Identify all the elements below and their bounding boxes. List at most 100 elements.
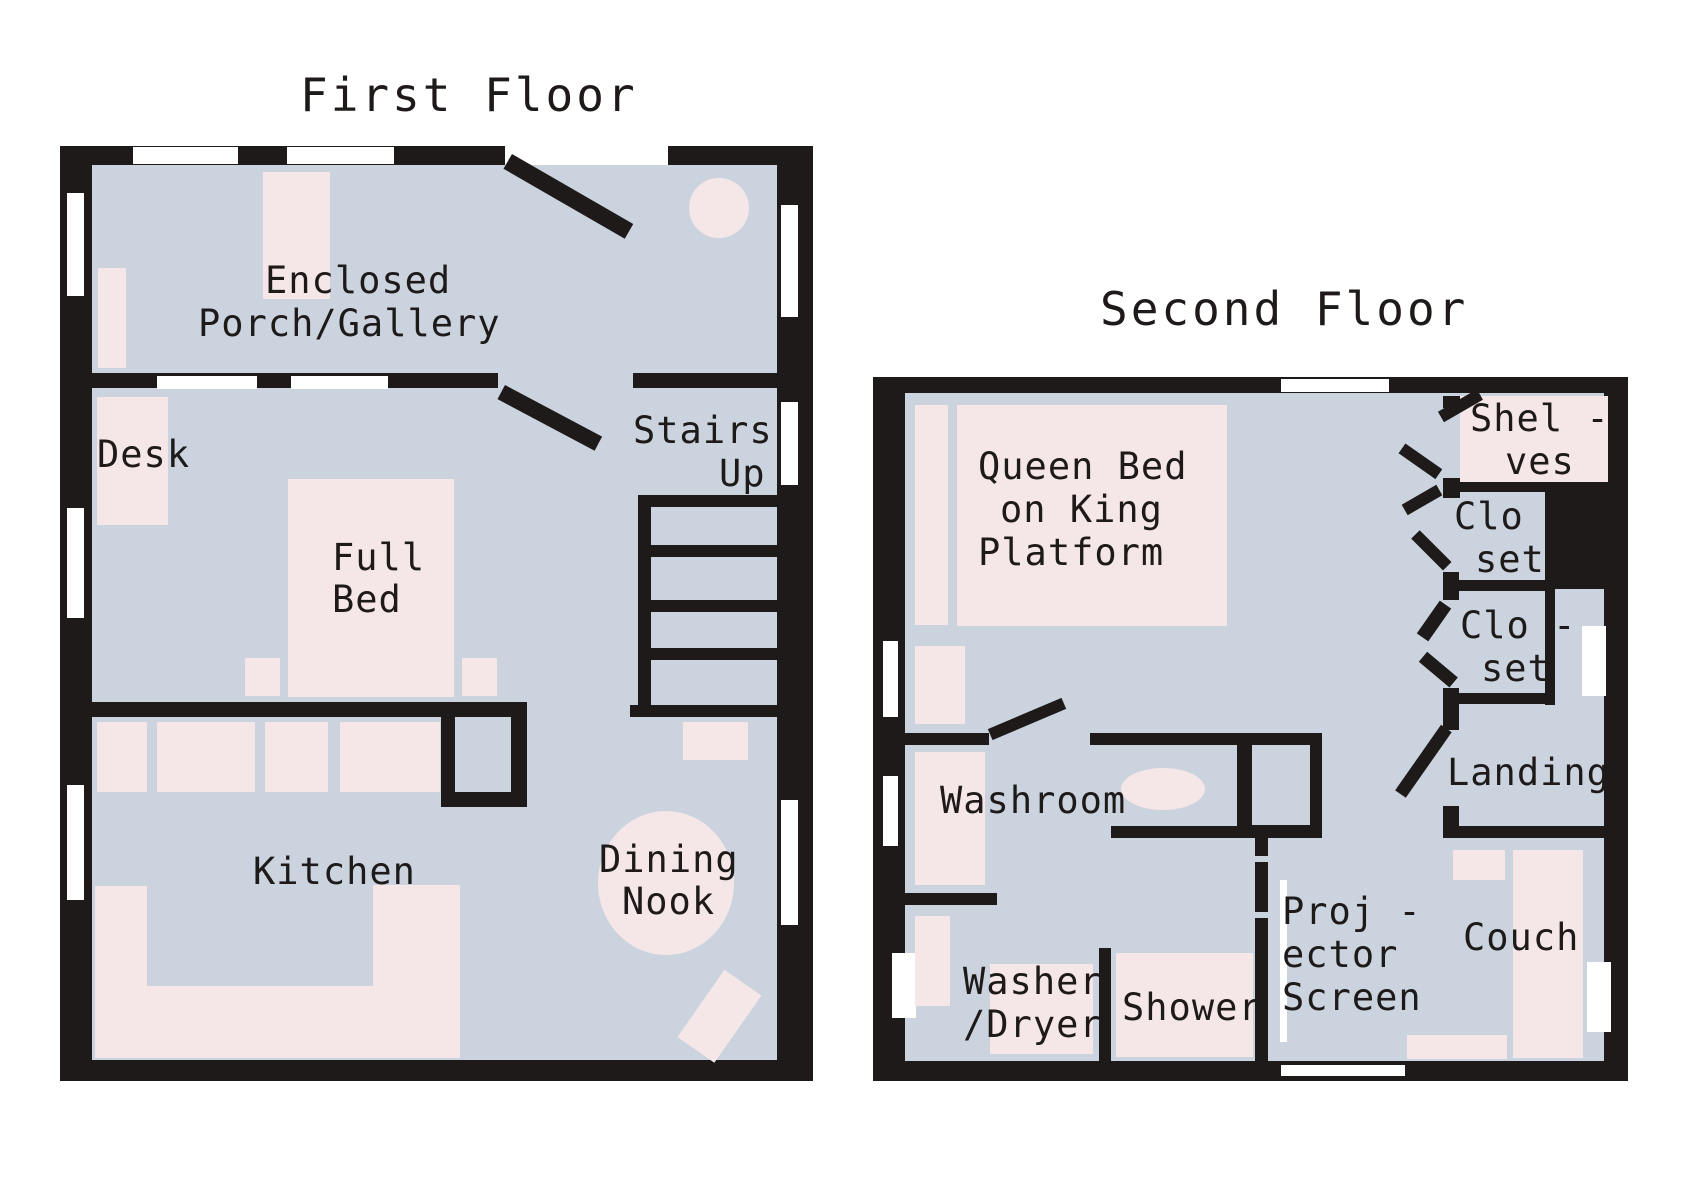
stair-tread bbox=[638, 600, 778, 612]
partition-wall bbox=[1255, 862, 1268, 912]
partition-wall bbox=[1255, 918, 1268, 1063]
window bbox=[287, 147, 394, 164]
porch-label-line1: Enclosed bbox=[265, 259, 451, 302]
window bbox=[157, 376, 257, 389]
window bbox=[1281, 1065, 1405, 1076]
washer-label-line1: Washer bbox=[963, 960, 1103, 1003]
washroom-wall bbox=[1111, 826, 1322, 838]
queen-bed-label-line1: Queen Bed bbox=[978, 445, 1187, 488]
kitchen-counter bbox=[265, 722, 328, 792]
stair-tread bbox=[630, 705, 778, 717]
closet1-label-line2: set bbox=[1475, 538, 1545, 581]
window bbox=[781, 205, 798, 317]
window bbox=[781, 800, 798, 925]
closet-door bbox=[1443, 396, 1460, 408]
window bbox=[67, 785, 84, 900]
shelves-unit bbox=[1460, 396, 1608, 482]
washroom-label: Washroom bbox=[940, 779, 1126, 822]
window bbox=[781, 402, 798, 485]
washer-label-line2: /Dryer bbox=[963, 1003, 1103, 1046]
full-bed-label-line1: Full bbox=[332, 536, 425, 579]
closet-door bbox=[1437, 389, 1483, 423]
window bbox=[133, 147, 238, 164]
kitchen-label: Kitchen bbox=[253, 850, 416, 893]
landing-wall bbox=[1443, 826, 1605, 838]
media-console bbox=[1407, 1035, 1507, 1059]
window bbox=[883, 776, 898, 846]
shelves-label-line2: ves bbox=[1505, 440, 1575, 483]
projector-label-line2: ector bbox=[1282, 933, 1398, 976]
couch-label: Couch bbox=[1463, 916, 1579, 959]
stairs-label-line1: Stairs bbox=[633, 409, 773, 452]
washroom-vanity bbox=[915, 752, 985, 885]
second-floor-plan: Second Floor Queen Bed on King Platform … bbox=[873, 282, 1628, 1081]
closet-interior bbox=[1460, 594, 1545, 691]
porch-cabinet bbox=[98, 268, 126, 368]
full-bed-label-line2: Bed bbox=[332, 578, 402, 621]
doorway-opening bbox=[505, 146, 668, 165]
closet-back-wall bbox=[1545, 485, 1555, 705]
closet-divider bbox=[1443, 693, 1553, 704]
porch-label-line2: Porch/Gallery bbox=[198, 302, 501, 345]
projector-label-line1: Proj - bbox=[1282, 890, 1422, 933]
window bbox=[291, 376, 388, 389]
couch bbox=[1513, 850, 1583, 1058]
closet-door bbox=[1416, 600, 1452, 642]
sink bbox=[1121, 768, 1205, 810]
full-bed bbox=[288, 479, 454, 697]
dining-bench bbox=[677, 969, 762, 1063]
window bbox=[1582, 626, 1606, 696]
door-panel bbox=[497, 384, 603, 451]
interior-wall bbox=[92, 702, 526, 717]
stair-landing-mat bbox=[683, 722, 748, 760]
laundry-wall bbox=[1099, 948, 1111, 1063]
shower bbox=[1116, 953, 1253, 1057]
side-table bbox=[1453, 850, 1505, 880]
kitchen-counter bbox=[97, 722, 147, 792]
closet-divider bbox=[1443, 580, 1553, 591]
stairs-label-line2: Up bbox=[719, 452, 766, 495]
desk bbox=[97, 397, 168, 525]
closet-door bbox=[1443, 572, 1459, 600]
closet-door bbox=[1443, 688, 1459, 730]
stair-tread bbox=[638, 495, 778, 507]
landing-label: Landing bbox=[1447, 751, 1610, 794]
nightstand bbox=[245, 658, 280, 696]
closet-box-inner bbox=[1252, 745, 1310, 825]
kitchen-l-counter bbox=[95, 885, 460, 1058]
washroom-door bbox=[987, 697, 1067, 741]
stair-tread bbox=[638, 648, 778, 660]
projector-label-line3: Screen bbox=[1282, 976, 1422, 1019]
window bbox=[1281, 379, 1389, 392]
first-floor-title: First Floor bbox=[300, 68, 638, 122]
desk-label: Desk bbox=[97, 433, 190, 476]
porch-bench bbox=[263, 172, 330, 299]
stair-tread bbox=[638, 545, 778, 557]
closet2-label-line1: Clo - bbox=[1460, 604, 1576, 647]
window bbox=[892, 953, 916, 1018]
kitchen-island-inner bbox=[455, 717, 511, 792]
closet-door bbox=[1418, 651, 1458, 688]
first-floor-plan: First Floor Enclosed Porch/Gallery Desk … bbox=[60, 68, 813, 1081]
closet-end-wall bbox=[1550, 485, 1608, 589]
dining-label-line1: Dining bbox=[599, 838, 739, 881]
window bbox=[67, 193, 84, 296]
queen-bed-label-line2: on King bbox=[1000, 488, 1163, 531]
second-floor-title: Second Floor bbox=[1100, 282, 1468, 336]
closet-interior bbox=[1460, 495, 1545, 580]
round-table bbox=[689, 178, 749, 238]
side-cabinet bbox=[915, 646, 965, 724]
shelf-divider bbox=[1445, 482, 1605, 492]
window bbox=[883, 641, 898, 717]
shelves-label-line1: Shel - bbox=[1470, 397, 1610, 440]
projector-screen bbox=[1280, 880, 1287, 1042]
shower-label: Shower bbox=[1122, 986, 1262, 1029]
bed-headboard-bench bbox=[915, 405, 948, 625]
landing-door bbox=[1395, 724, 1452, 798]
closet-door bbox=[1411, 530, 1452, 571]
window bbox=[67, 508, 84, 618]
queen-bed bbox=[957, 405, 1227, 626]
nightstand bbox=[462, 658, 497, 696]
interior-wall bbox=[633, 373, 778, 388]
laundry-shelf bbox=[915, 916, 950, 1006]
